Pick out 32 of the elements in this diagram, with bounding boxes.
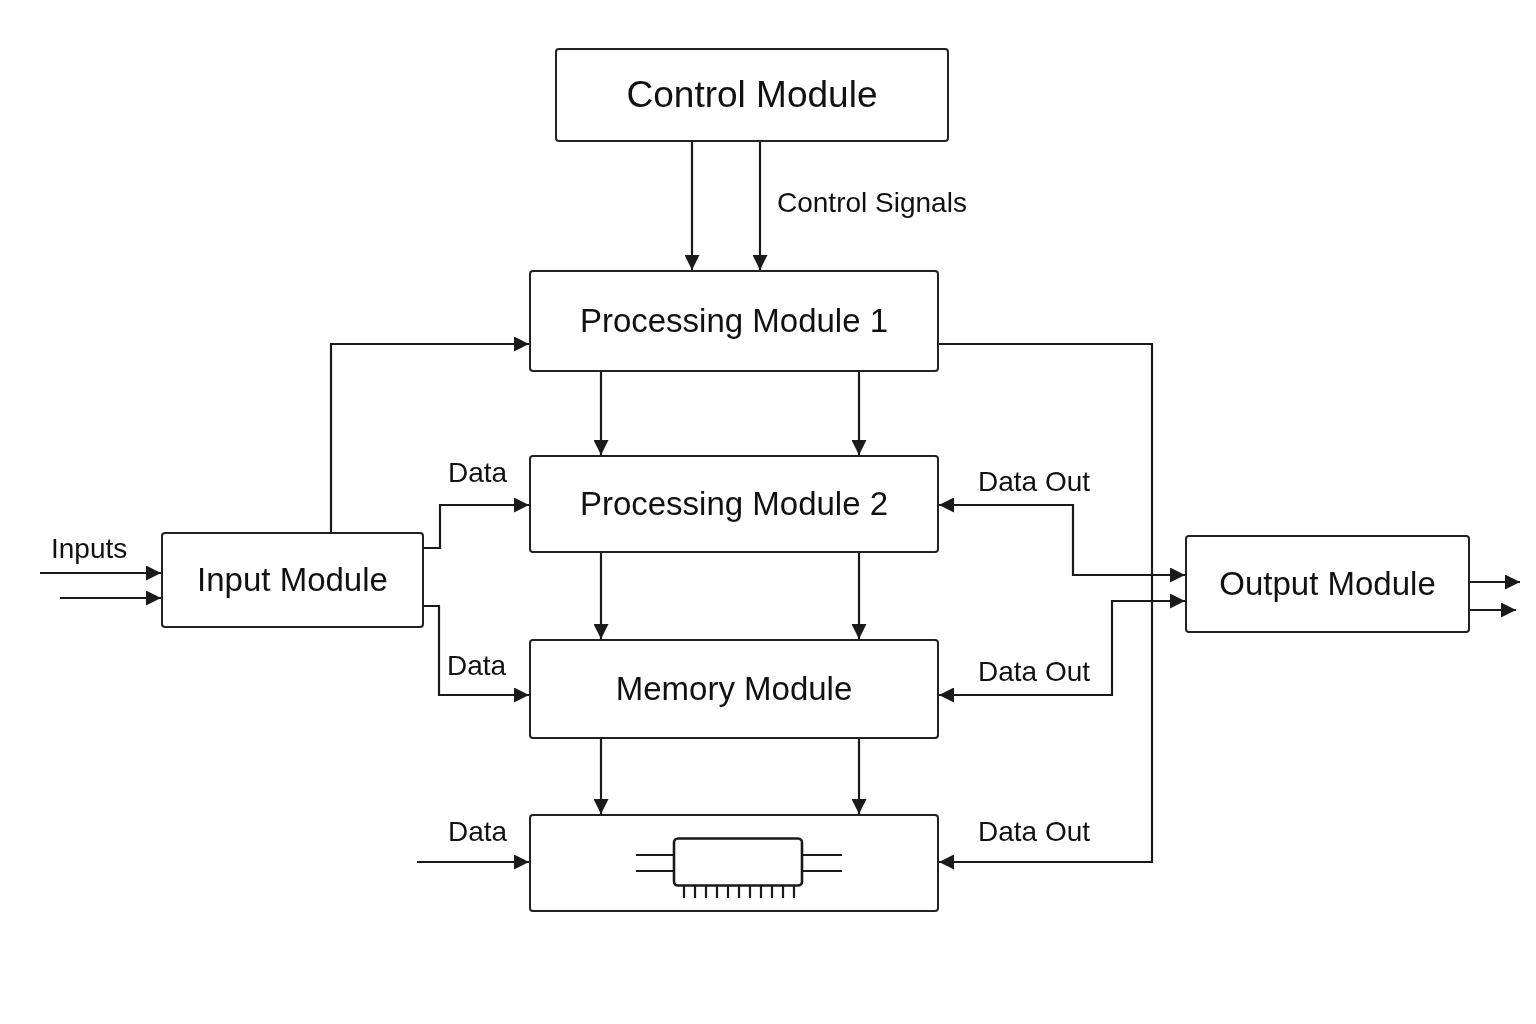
arrow: [424, 604, 529, 703]
arrow: [417, 854, 529, 870]
module-box: [1185, 535, 1470, 633]
arrow: [939, 497, 1185, 583]
arrow: [1470, 574, 1520, 590]
arrow: [1470, 602, 1516, 618]
arrow: [939, 342, 1154, 870]
module-box: [529, 455, 939, 553]
arrow: [593, 739, 609, 814]
module-label: Input Module: [197, 561, 388, 599]
module-label: Memory Module: [615, 670, 853, 708]
arrow: [684, 142, 700, 270]
module-box: [529, 639, 939, 739]
arrow: [851, 553, 867, 639]
module-box: [529, 270, 939, 372]
module-label: Processing Module 1: [579, 302, 889, 340]
arrow: [752, 142, 768, 270]
arrow: [851, 372, 867, 455]
module-box: [555, 48, 949, 142]
arrow: [939, 593, 1185, 703]
arrow: [593, 553, 609, 639]
arrow: [424, 497, 529, 550]
arrow: [329, 336, 529, 532]
arrow: [851, 739, 867, 814]
module-label: Control Module: [626, 73, 878, 117]
arrow: [593, 372, 609, 455]
module-box: [529, 814, 939, 912]
module-box: [161, 532, 424, 628]
module-label: Output Module: [1219, 565, 1436, 603]
arrow: [40, 565, 161, 581]
arrow: [60, 590, 161, 606]
module-label: Processing Module 2: [579, 485, 889, 523]
